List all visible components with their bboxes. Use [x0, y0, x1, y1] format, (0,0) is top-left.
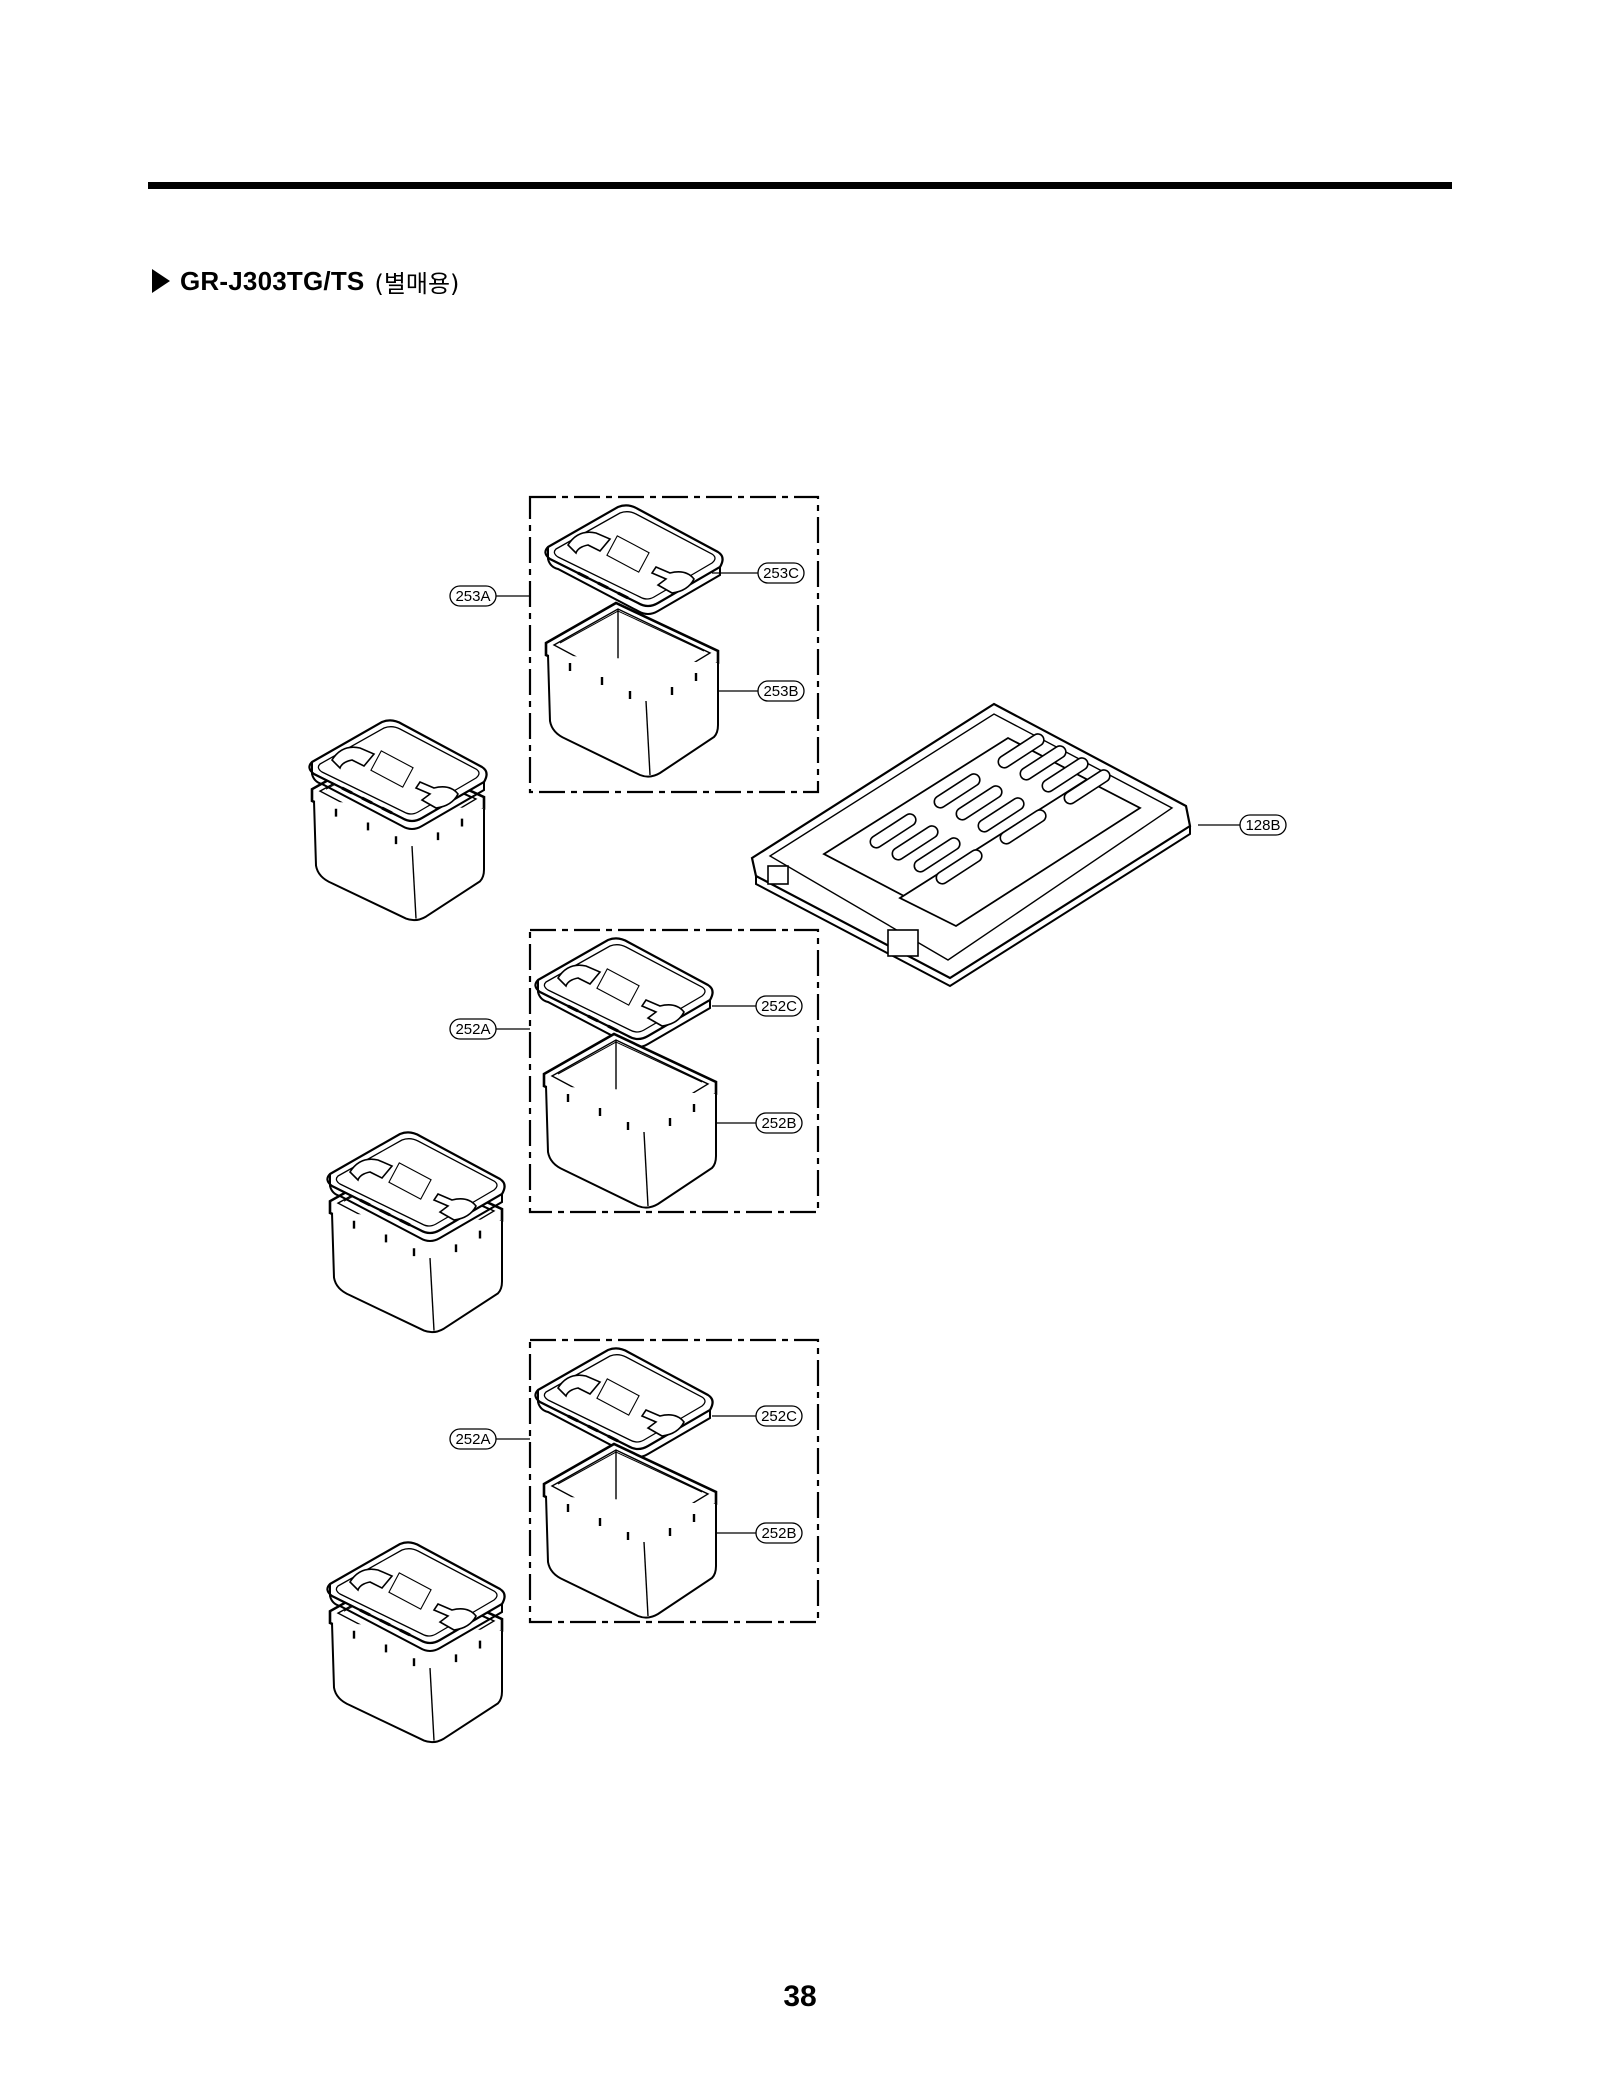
- callout-252b-group2: 252B: [761, 1115, 796, 1132]
- assembled-container-253a: [309, 720, 486, 920]
- group-frame-1: [528, 495, 820, 794]
- cover-252c-a: [533, 936, 715, 1049]
- tray-253b: [544, 601, 720, 778]
- shelf-128b: [750, 702, 1192, 988]
- callout-128b: 128B: [1245, 817, 1280, 834]
- top-rule: [148, 182, 1452, 189]
- play-arrow-icon: [152, 269, 170, 293]
- callout-252a-group3: 252A: [455, 1431, 490, 1448]
- callout-252c-group3: 252C: [761, 1408, 797, 1425]
- group-frame-2: [528, 928, 820, 1214]
- model-suffix: (별매용): [374, 269, 460, 298]
- callout-253c: 253C: [763, 565, 799, 582]
- callout-252a-group2: 252A: [455, 1021, 490, 1038]
- page-number: 38: [783, 1980, 817, 2013]
- callout-252c-group2: 252C: [761, 998, 797, 1015]
- callout-253a: 253A: [455, 588, 490, 605]
- cover-252c-b: [533, 1346, 715, 1459]
- assembled-container-252a-a: [327, 1132, 504, 1332]
- tray-252b-b: [542, 1442, 718, 1619]
- tray-252b-a: [542, 1032, 718, 1209]
- model-name: GR-J303TG/TS: [180, 265, 365, 296]
- cover-253c: [543, 503, 725, 616]
- callout-252b-group3: 252B: [761, 1525, 796, 1542]
- section-heading: GR-J303TG/TS (별매용): [152, 264, 459, 298]
- group-frame-3: [528, 1338, 820, 1624]
- callout-253b: 253B: [763, 683, 798, 700]
- assembled-container-252a-b: [327, 1542, 504, 1742]
